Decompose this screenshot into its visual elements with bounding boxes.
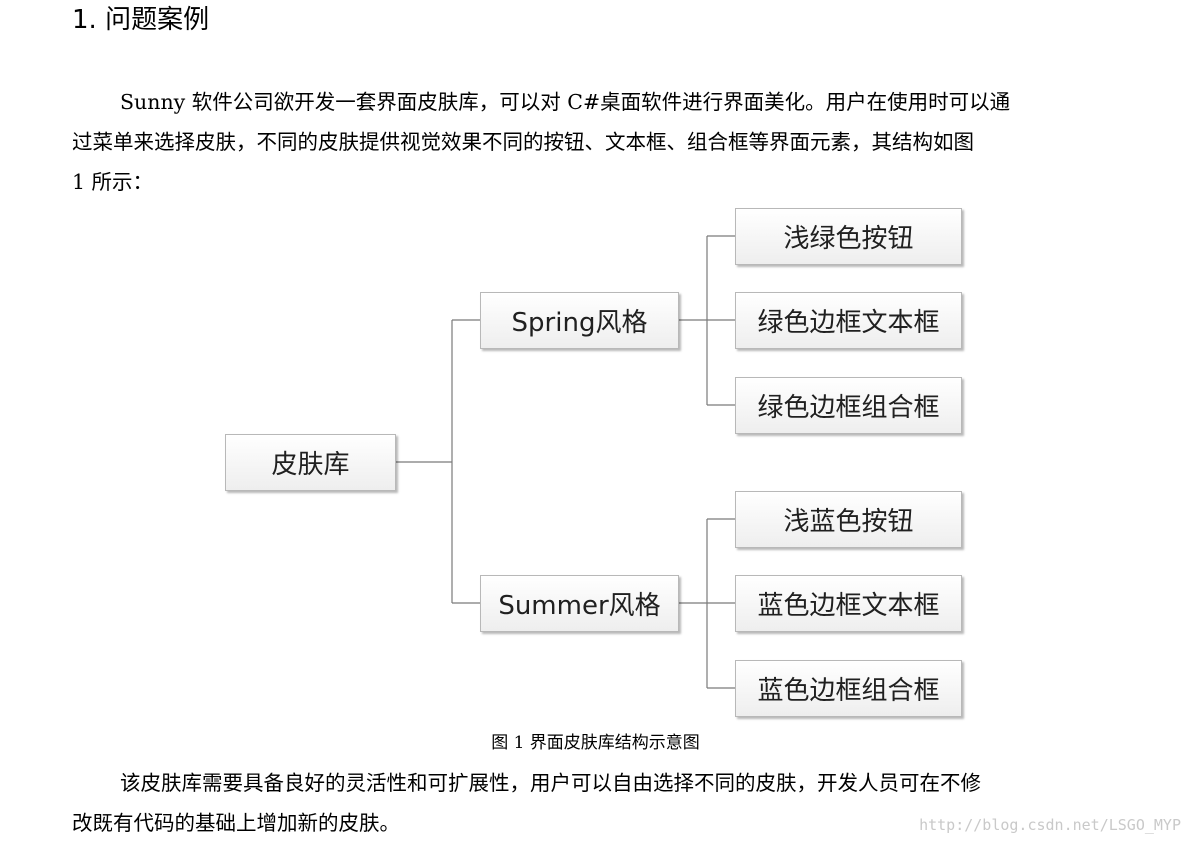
closing-line-2: 改既有代码的基础上增加新的皮肤。 — [72, 811, 400, 835]
root-node-skin-library: 皮肤库 — [225, 434, 396, 491]
leaf-node-blue-border-combobox: 蓝色边框组合框 — [735, 660, 962, 717]
leaf-node-light-blue-button: 浅蓝色按钮 — [735, 491, 962, 548]
intro-paragraph: Sunny 软件公司欲开发一套界面皮肤库，可以对 C#桌面软件进行界面美化。用户… — [72, 82, 1122, 202]
leaf-node-green-border-textbox: 绿色边框文本框 — [735, 292, 962, 349]
figure-caption: 图 1 界面皮肤库结构示意图 — [491, 733, 700, 753]
closing-paragraph: 该皮肤库需要具备良好的灵活性和可扩展性，用户可以自由选择不同的皮肤，开发人员可在… — [72, 763, 1122, 843]
leaf-node-light-green-button: 浅绿色按钮 — [735, 208, 962, 265]
intro-line-3: 1 所示： — [72, 170, 154, 194]
leaf-node-blue-border-textbox: 蓝色边框文本框 — [735, 575, 962, 632]
intro-line-1: Sunny 软件公司欲开发一套界面皮肤库，可以对 C#桌面软件进行界面美化。用户… — [120, 90, 1011, 114]
watermark-url: http://blog.csdn.net/LSGO_MYP — [919, 816, 1181, 834]
closing-line-1: 该皮肤库需要具备良好的灵活性和可扩展性，用户可以自由选择不同的皮肤，开发人员可在… — [120, 771, 981, 795]
style-node-spring: Spring风格 — [480, 292, 679, 349]
intro-line-2: 过菜单来选择皮肤，不同的皮肤提供视觉效果不同的按钮、文本框、组合框等界面元素，其… — [72, 130, 974, 154]
section-heading: 1. 问题案例 — [72, 5, 210, 35]
leaf-node-green-border-combobox: 绿色边框组合框 — [735, 377, 962, 434]
style-node-summer: Summer风格 — [480, 575, 679, 632]
